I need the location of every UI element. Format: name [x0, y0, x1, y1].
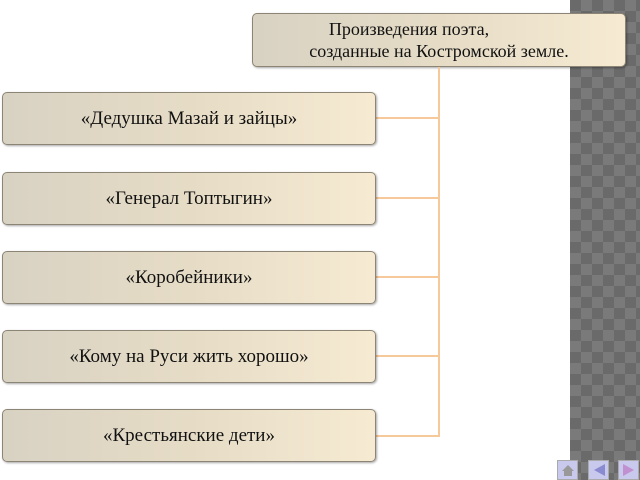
- root-title-line2: созданные на Костромской земле.: [309, 41, 569, 61]
- work-node: «Генерал Топтыгин»: [2, 172, 376, 225]
- work-node: «Крестьянские дети»: [2, 409, 376, 462]
- connector: [376, 117, 439, 119]
- home-button[interactable]: [557, 460, 578, 480]
- connector: [376, 197, 439, 199]
- work-label: «Дедушка Мазай и зайцы»: [80, 107, 298, 129]
- root-node: Произведения поэта, созданные на Костром…: [252, 13, 626, 67]
- home-icon: [561, 464, 574, 476]
- arrow-right-icon: [622, 464, 634, 476]
- work-label: «Крестьянские дети»: [103, 424, 275, 446]
- work-node: «Кому на Руси жить хорошо»: [2, 330, 376, 383]
- work-node: «Дедушка Мазай и зайцы»: [2, 92, 376, 145]
- work-label: «Генерал Топтыгин»: [105, 187, 273, 209]
- decorative-checker-strip: [570, 0, 640, 480]
- next-button[interactable]: [618, 460, 639, 480]
- connector: [376, 435, 439, 437]
- work-label: «Коробейники»: [125, 266, 253, 288]
- connector: [376, 355, 439, 357]
- connector-vertical: [438, 67, 440, 437]
- prev-button[interactable]: [588, 460, 609, 480]
- connector: [376, 276, 439, 278]
- arrow-left-icon: [593, 464, 605, 476]
- work-label: «Кому на Руси жить хорошо»: [69, 345, 309, 367]
- root-title-line1: Произведения поэта,: [328, 19, 490, 39]
- work-node: «Коробейники»: [2, 251, 376, 304]
